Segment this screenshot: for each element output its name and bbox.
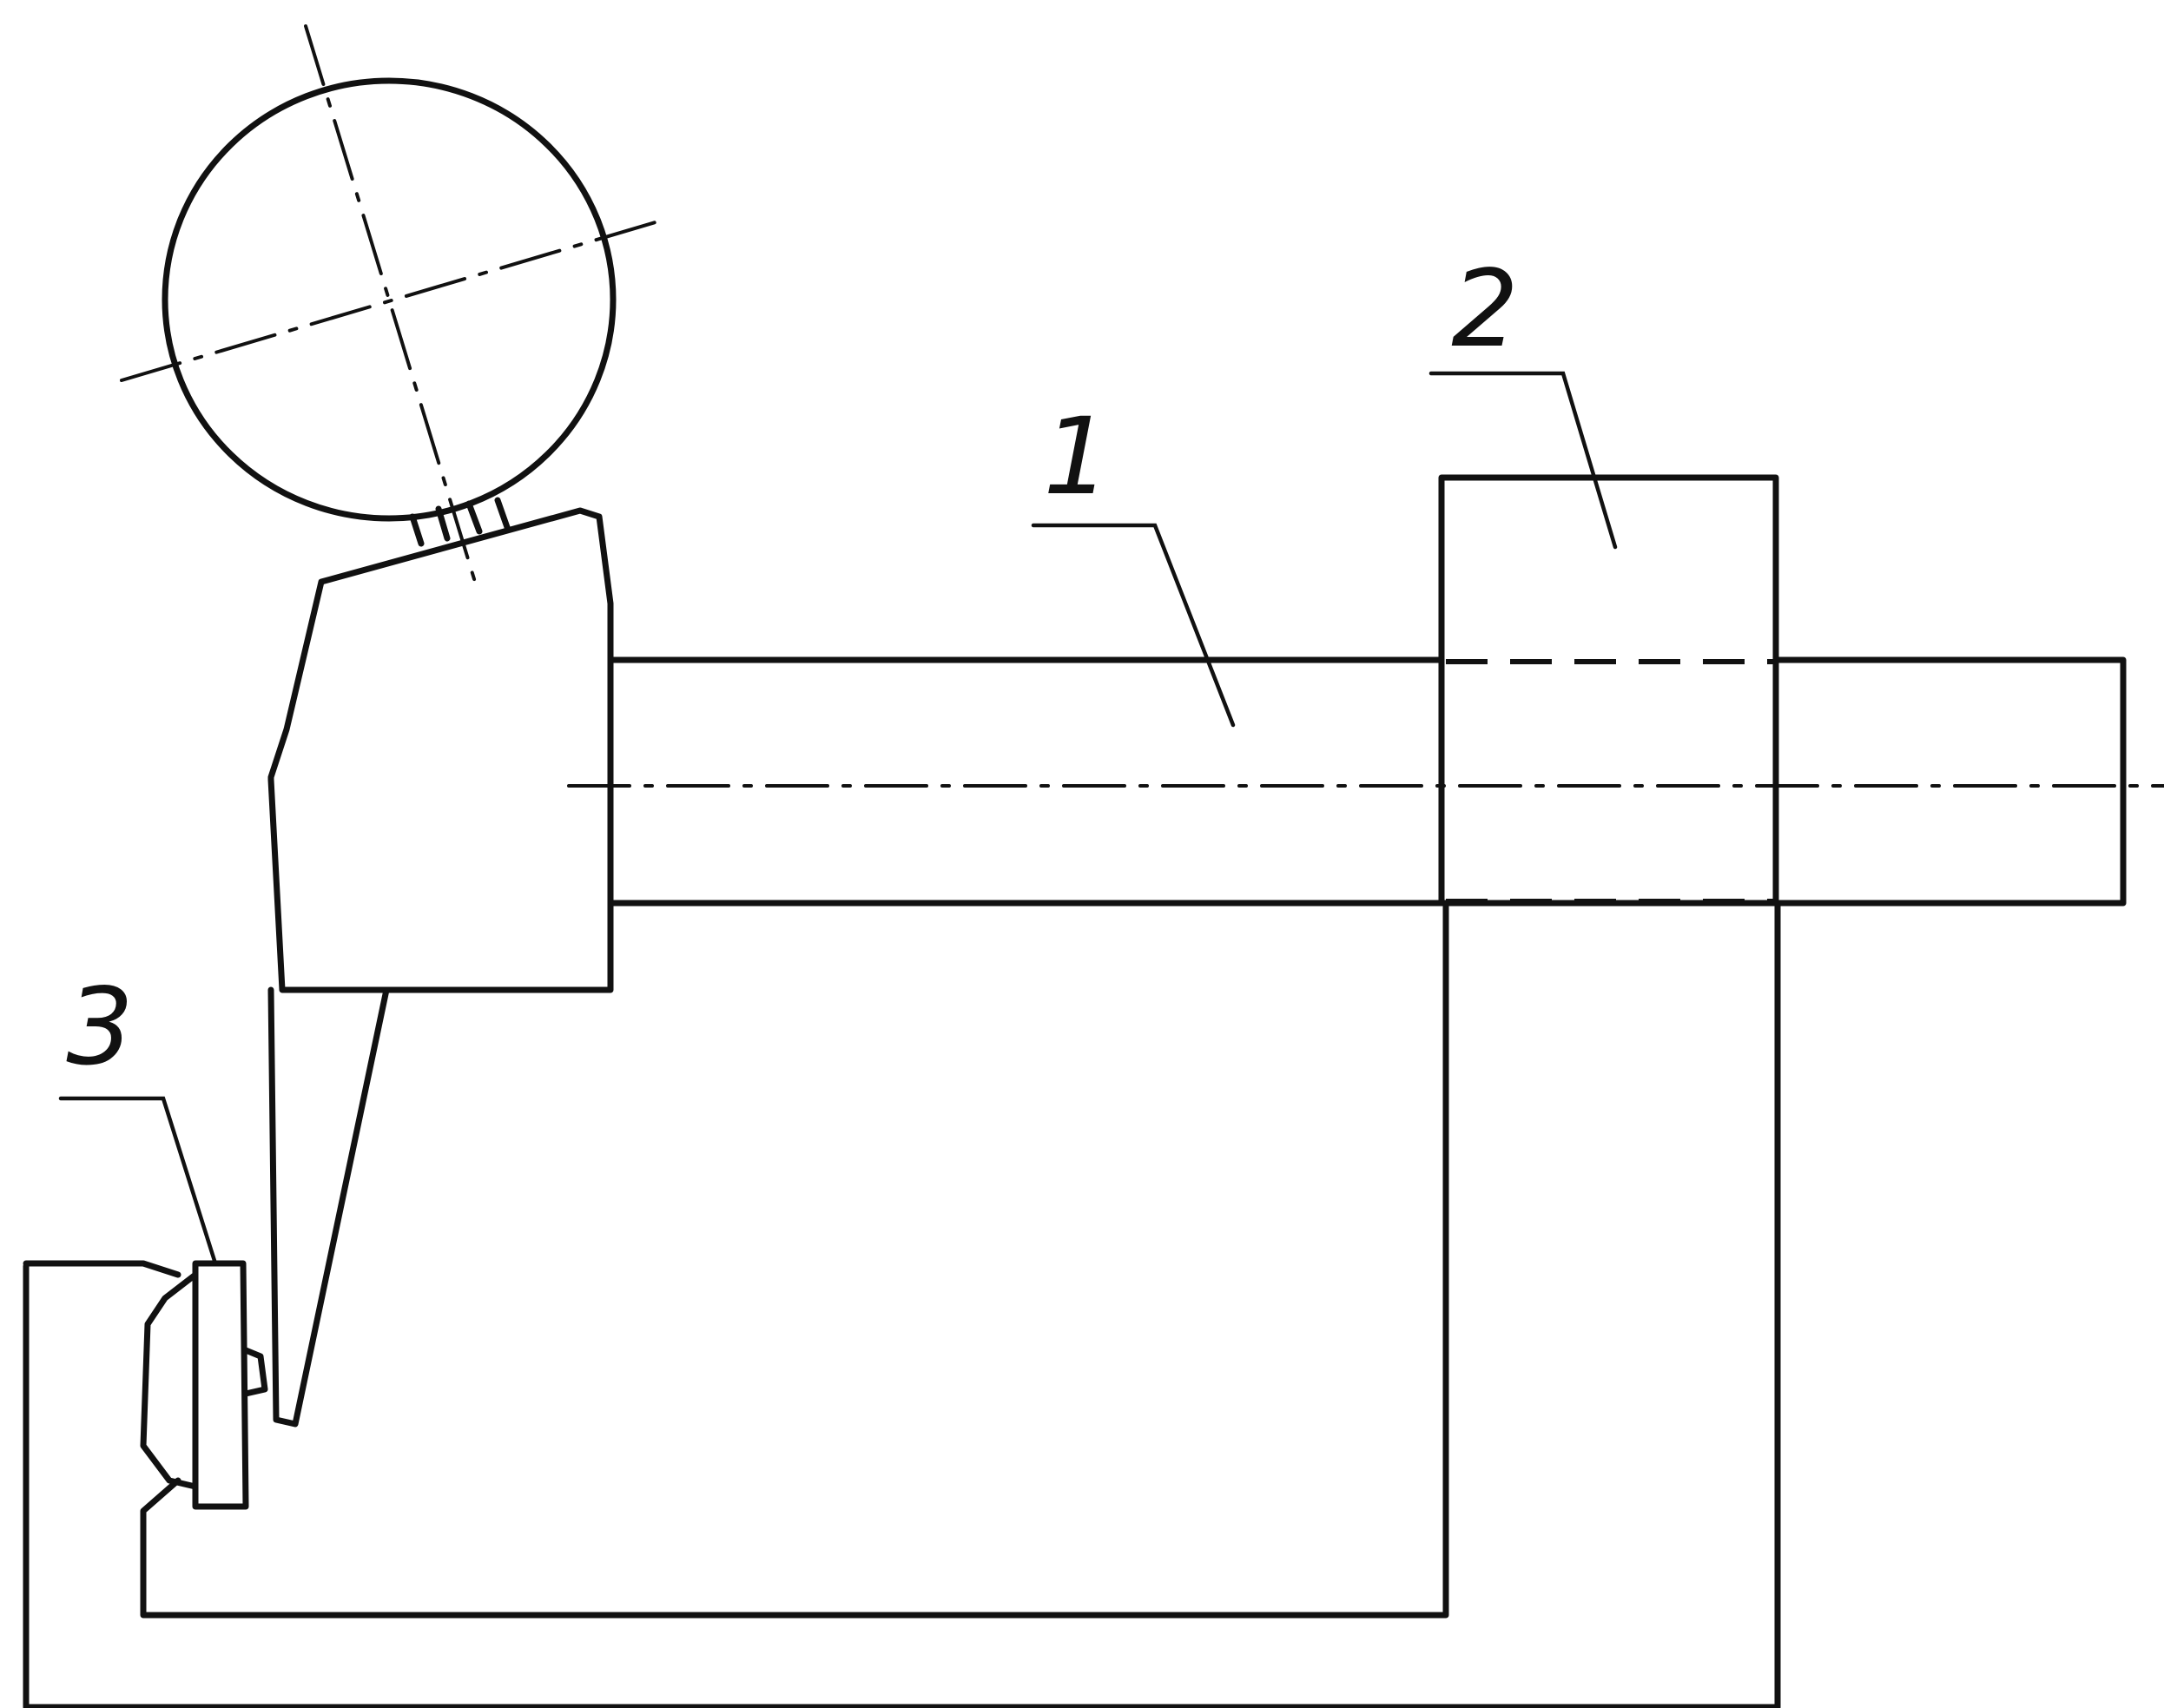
- block-2-sleeve: [1438, 474, 1779, 907]
- dial-centerline-1: [304, 24, 479, 592]
- leader-line-1: [1031, 523, 1236, 728]
- reference-disc-3: [192, 1260, 249, 1510]
- shaft-1-right: [1772, 656, 2127, 907]
- dial-indicator-circle: [162, 77, 617, 522]
- c-frame-base: [23, 900, 1781, 1708]
- reference-contact-tip: [242, 1347, 268, 1397]
- shaft-hidden-lines: [1446, 659, 1774, 904]
- dial-centerline-2: [120, 220, 660, 382]
- shaft-1-left: [609, 656, 1781, 907]
- leader-line-3: [58, 1096, 218, 1266]
- callout-3: 3: [66, 966, 134, 1089]
- callout-2: 2: [1451, 247, 1519, 371]
- reference-disc-holder: [140, 1271, 199, 1490]
- leader-line-2: [1428, 371, 1618, 550]
- dial-stem: [409, 497, 511, 547]
- lever-probe-arm: [267, 986, 390, 1428]
- callout-1: 1: [1043, 395, 1111, 518]
- indicator-holder-body: [267, 507, 614, 993]
